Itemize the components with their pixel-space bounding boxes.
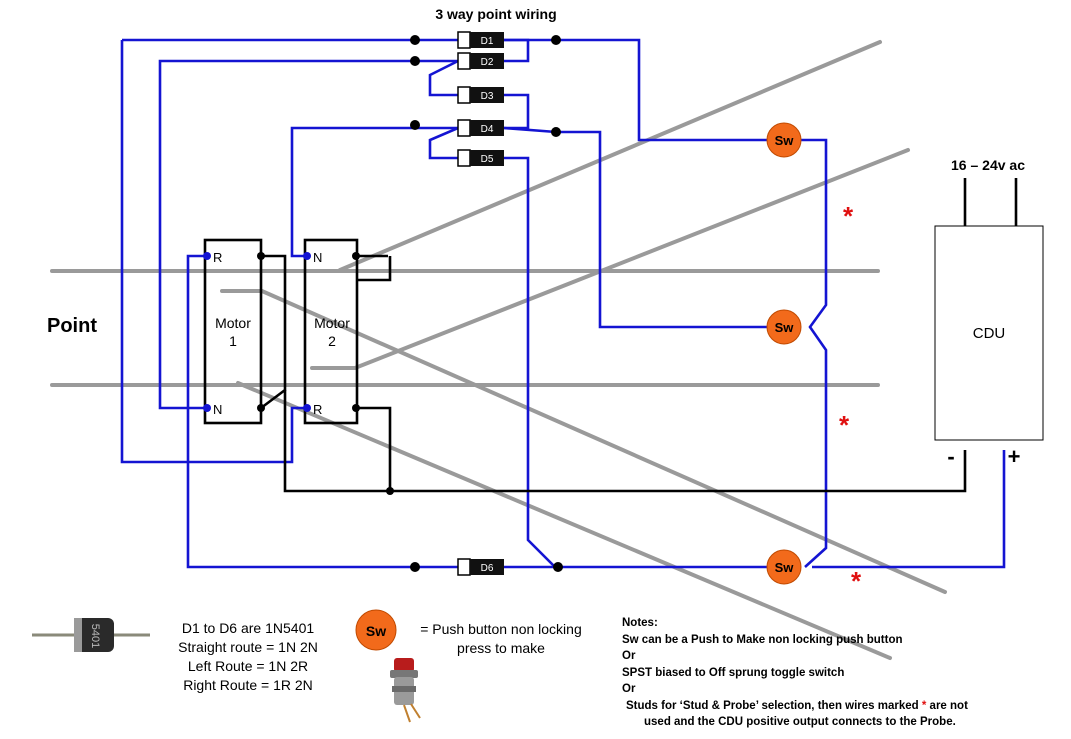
motor-1-number: 1	[229, 333, 237, 349]
motor-1-terminal-top: R	[213, 250, 222, 265]
cdu-positive: +	[1008, 444, 1021, 469]
star-marker-1: *	[843, 201, 854, 231]
diode-body	[470, 32, 504, 48]
cdu-negative: -	[947, 444, 954, 469]
push-button-photo	[390, 658, 421, 723]
blue-wiring	[120, 38, 1006, 569]
rail-left-route-inner	[310, 148, 910, 370]
diode-d3: D3	[457, 86, 504, 104]
wire-d6-line	[186, 254, 778, 569]
notes-line-1: Sw can be a Push to Make non locking pus…	[622, 634, 903, 646]
point-label: Point	[47, 315, 97, 337]
junction-dots	[386, 35, 563, 572]
diode-d2: D2	[457, 52, 504, 70]
switch-legend-line-1: = Push button non locking	[420, 621, 582, 637]
notes-heading: Notes:	[622, 617, 658, 629]
motor-1: Motor 1 R N	[203, 238, 265, 425]
diode-photo: 5401	[32, 618, 150, 652]
diode-body	[470, 150, 504, 166]
diode-band	[457, 558, 471, 576]
diode-band	[457, 119, 471, 137]
wire-d1-outer	[120, 40, 308, 464]
diode-label: D2	[481, 57, 494, 68]
wire-common-to-cdu-neg	[283, 390, 967, 493]
diode-label: D3	[481, 91, 494, 102]
diode-band	[457, 52, 471, 70]
switch-bottom-label: Sw	[775, 560, 795, 575]
switch-middle-label: Sw	[775, 320, 795, 335]
motor-2-terminal-top: N	[313, 250, 322, 265]
diode-legend-line-1: D1 to D6 are 1N5401	[182, 620, 315, 636]
cdu: CDU - +	[934, 225, 1044, 469]
wire-d2-to-motor1-n	[158, 59, 458, 410]
diode-body	[470, 53, 504, 69]
switch-top: Sw	[766, 122, 802, 158]
cdu-label: CDU	[973, 325, 1006, 342]
rail-left-route-outer	[338, 40, 882, 272]
diagram-title: 3 way point wiring	[435, 6, 556, 22]
wire-motor2-common	[356, 406, 392, 491]
diode-label: D6	[481, 563, 494, 574]
diode-legend-line-2: Straight route = 1N 2N	[178, 639, 318, 655]
notes-line-4: Or	[622, 683, 636, 695]
switch-legend: Sw = Push button non locking press to ma…	[355, 609, 582, 656]
diode-label: D1	[481, 36, 494, 47]
wire-sw-bottom-to-cdu-pos	[812, 450, 1006, 569]
diode-band	[457, 149, 471, 167]
black-wiring	[260, 178, 1018, 493]
wire-d1-to-sw-top	[504, 38, 770, 142]
motor-2-label: Motor	[314, 315, 350, 331]
wire-d5-down	[504, 156, 556, 568]
notes-line-5: Studs for ‘Stud & Probe’ selection, then…	[626, 700, 968, 712]
switch-legend-symbol-label: Sw	[366, 623, 386, 639]
diode-photo-band	[74, 618, 82, 652]
diode-legend: D1 to D6 are 1N5401 Straight route = 1N …	[178, 620, 318, 693]
motor-2-terminal-bottom: R	[313, 402, 322, 417]
push-button-cap	[394, 658, 414, 672]
notes-line-2: Or	[622, 650, 636, 662]
notes-line-6: used and the CDU positive output connect…	[644, 716, 956, 728]
star-marker-2: *	[839, 410, 850, 440]
diode-body	[470, 120, 504, 136]
diode-d5: D5	[457, 149, 504, 167]
wire-d4-to-motor2-n	[290, 126, 458, 258]
notes-line-3: SPST biased to Off sprung toggle switch	[622, 667, 844, 679]
wire-d4-d5	[428, 126, 459, 160]
diode-band	[457, 86, 471, 104]
motor-2-number: 2	[328, 333, 336, 349]
diode-legend-line-4: Right Route = 1R 2N	[183, 677, 313, 693]
switch-legend-symbol	[355, 609, 397, 651]
diode-photo-body	[74, 618, 114, 652]
diode-label: D5	[481, 154, 494, 165]
wire-d4-to-sw-mid	[503, 126, 770, 329]
star-marker-3: *	[851, 566, 862, 596]
diode-d6: D6	[457, 558, 504, 576]
wire-motor1-common	[260, 254, 287, 410]
motor-1-label: Motor	[215, 315, 251, 331]
notes: Notes: Sw can be a Push to Make non lock…	[622, 617, 968, 728]
wire-switch-chain	[797, 138, 828, 568]
diode-label: D4	[481, 124, 494, 135]
diode-body	[470, 559, 504, 575]
power-label: 16 – 24v ac	[951, 157, 1025, 173]
wire-d2-d3	[428, 59, 459, 97]
diode-d4: D4	[457, 119, 504, 137]
diode-band	[457, 31, 471, 49]
rail-right-route-inner	[236, 381, 892, 660]
diode-d1: D1	[457, 31, 504, 49]
switch-top-label: Sw	[775, 133, 795, 148]
motor-2: Motor 2 N R	[303, 238, 360, 425]
switch-bottom: Sw	[766, 549, 802, 585]
motor-1-terminal-bottom: N	[213, 402, 222, 417]
diode-photo-marking: 5401	[89, 624, 101, 648]
cdu-box	[934, 225, 1044, 441]
diode-body	[470, 87, 504, 103]
switch-middle: Sw	[766, 309, 802, 345]
diode-legend-line-3: Left Route = 1N 2R	[188, 658, 308, 674]
switch-legend-line-2: press to make	[457, 640, 545, 656]
